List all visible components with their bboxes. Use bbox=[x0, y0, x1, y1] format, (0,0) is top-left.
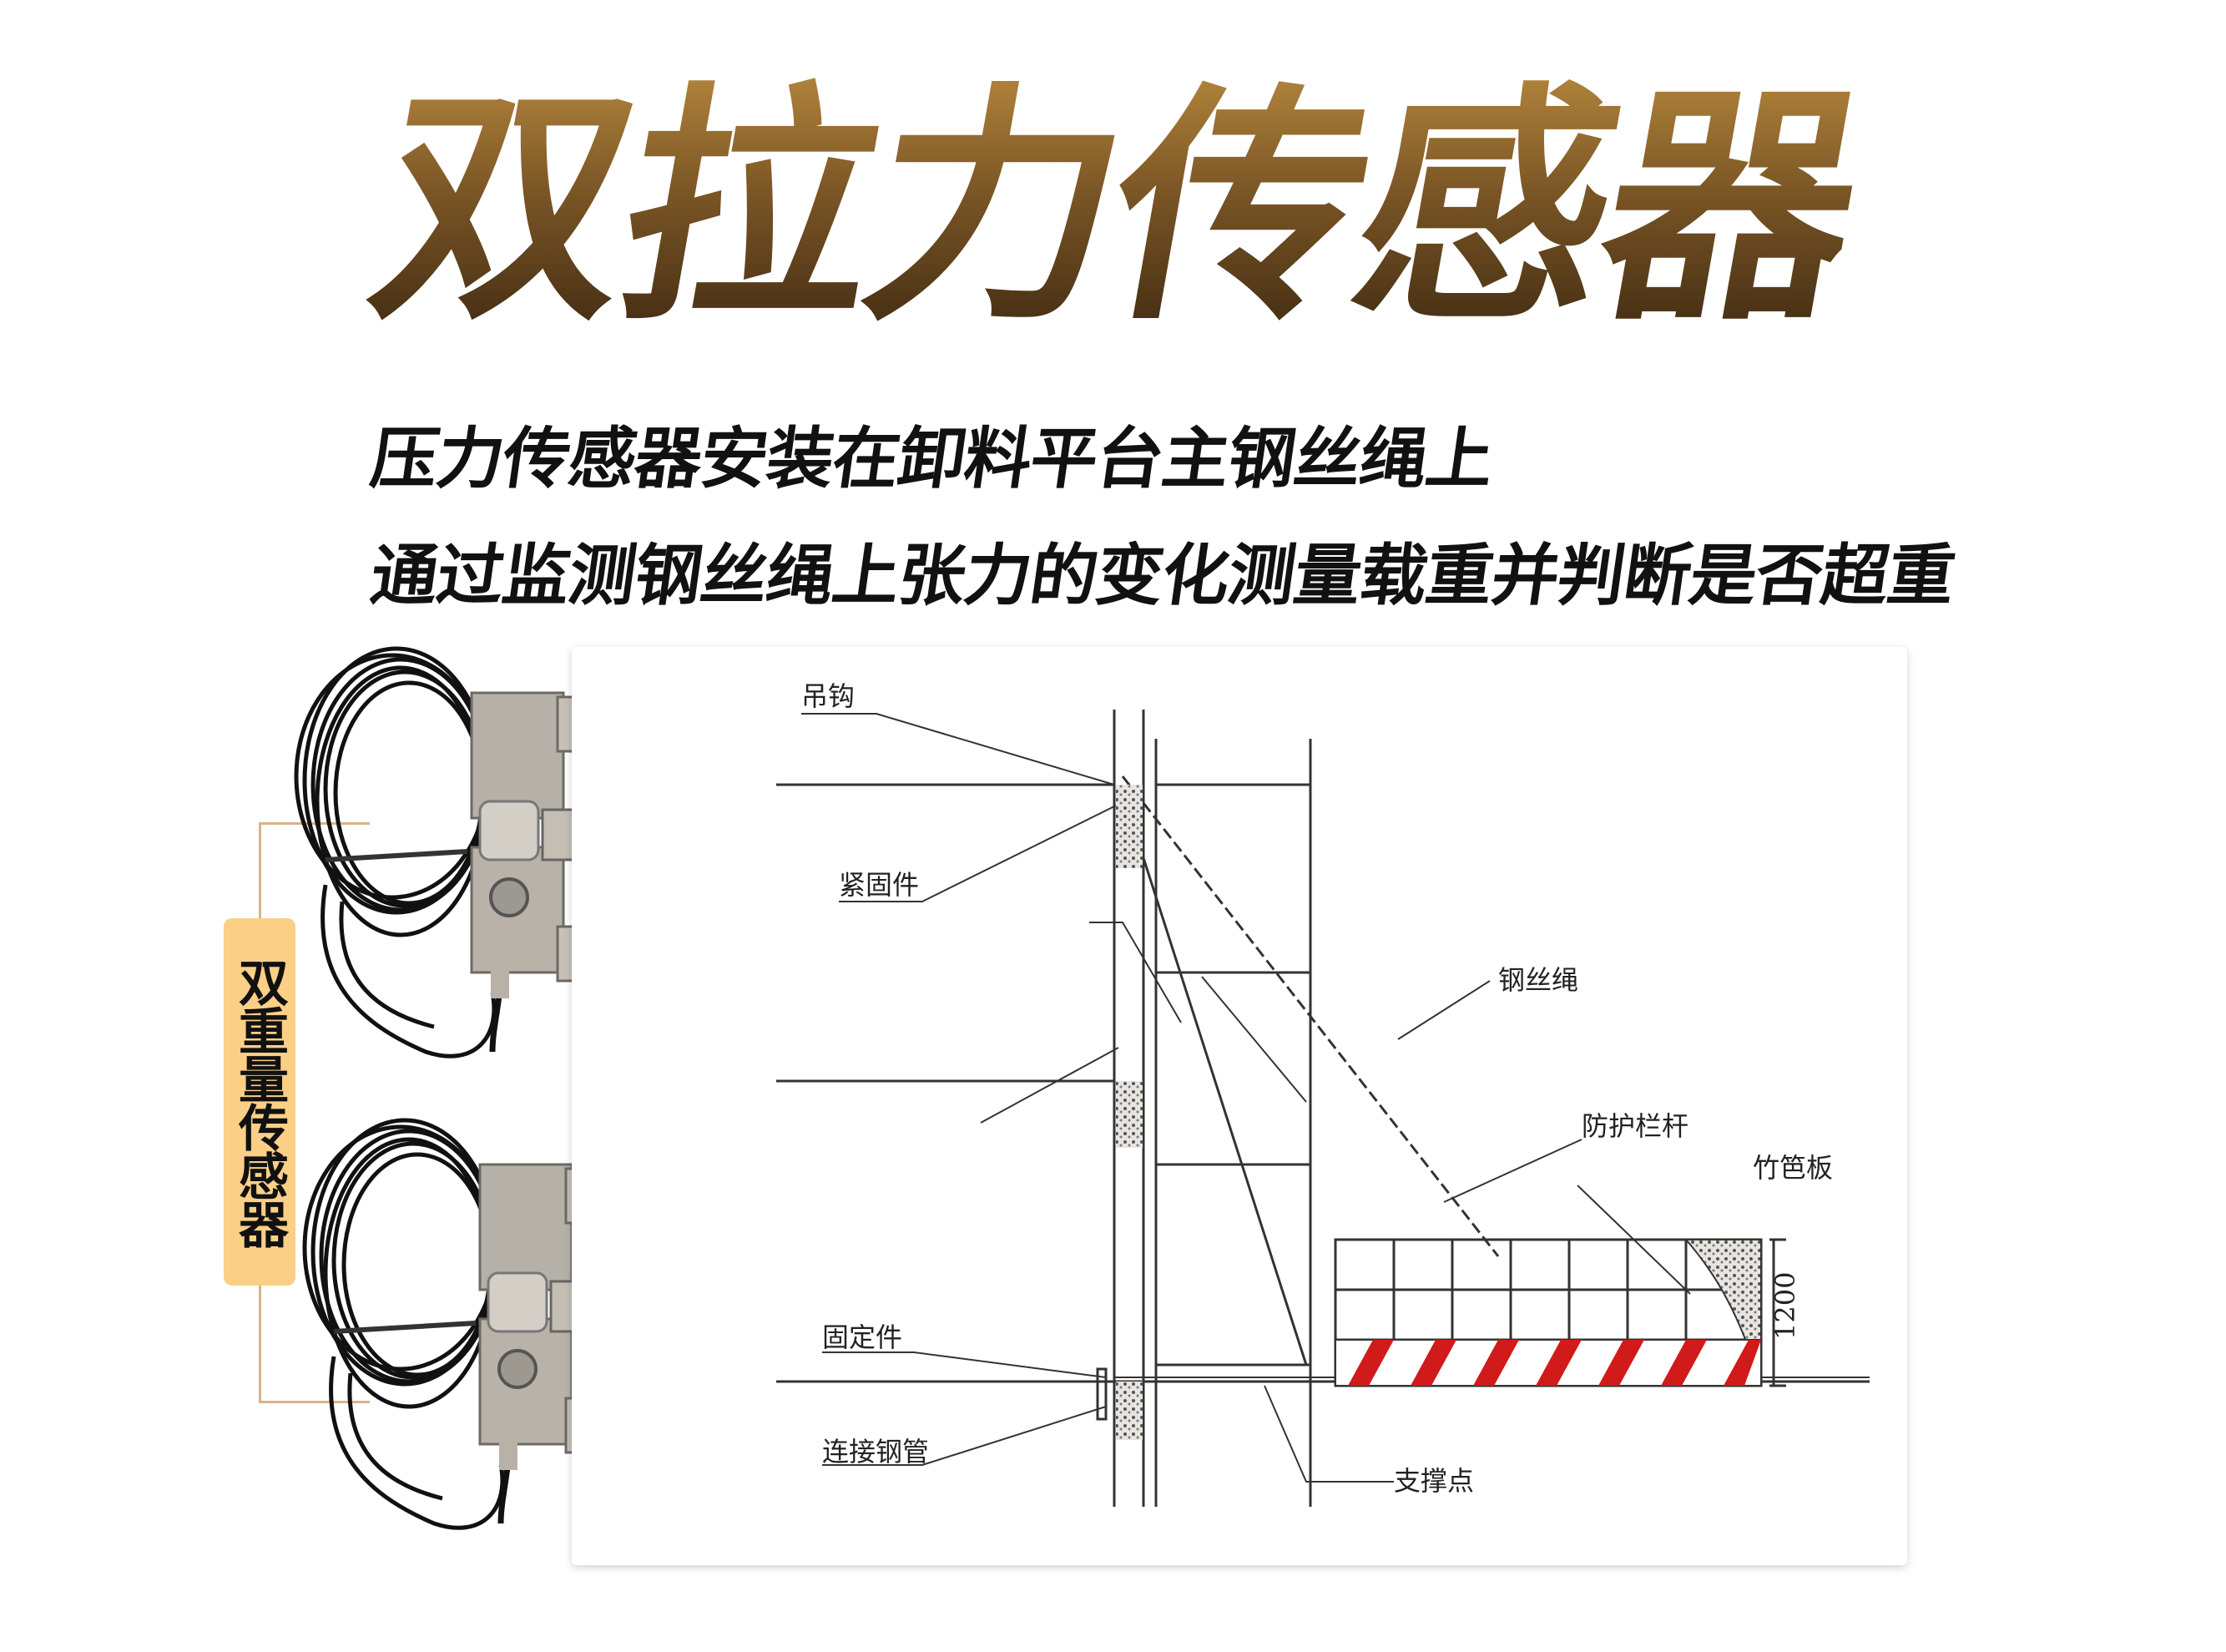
label-height-dimension: 1200 bbox=[1769, 1272, 1801, 1340]
label-connecting-pipe: 连接钢管 bbox=[822, 1436, 929, 1468]
label-wire-rope: 钢丝绳 bbox=[1498, 964, 1578, 996]
label-bamboo-board: 竹笆板 bbox=[1753, 1152, 1833, 1184]
label-support-point: 支撑点 bbox=[1394, 1465, 1474, 1497]
side-label-text: 双重量传感器 bbox=[230, 957, 289, 1247]
diagram-drawing: 吊钩 紧固件 钢丝绳 防护栏杆 竹笆板 固定件 连接钢管 支撑点 1200 bbox=[776, 680, 1870, 1507]
subtitle-line-1: 压力传感器安装在卸料平台主钢丝绳上 bbox=[366, 420, 1498, 498]
label-fixing: 固定件 bbox=[822, 1321, 902, 1353]
label-hook: 吊钩 bbox=[801, 680, 855, 712]
side-label-badge: 双重量传感器 bbox=[224, 918, 295, 1286]
sensor-image-bottom bbox=[302, 1118, 749, 1530]
installation-diagram: 吊钩 紧固件 钢丝绳 防护栏杆 竹笆板 固定件 连接钢管 支撑点 1200 bbox=[572, 647, 1907, 1565]
subtitle-line-2: 通过监测钢丝绳上张力的变化测量载重并判断是否超重 bbox=[366, 537, 1960, 614]
label-guardrail: 防护栏杆 bbox=[1582, 1110, 1688, 1142]
label-fastener: 紧固件 bbox=[839, 869, 919, 901]
page-title: 双拉力传感器 bbox=[353, 58, 1878, 359]
